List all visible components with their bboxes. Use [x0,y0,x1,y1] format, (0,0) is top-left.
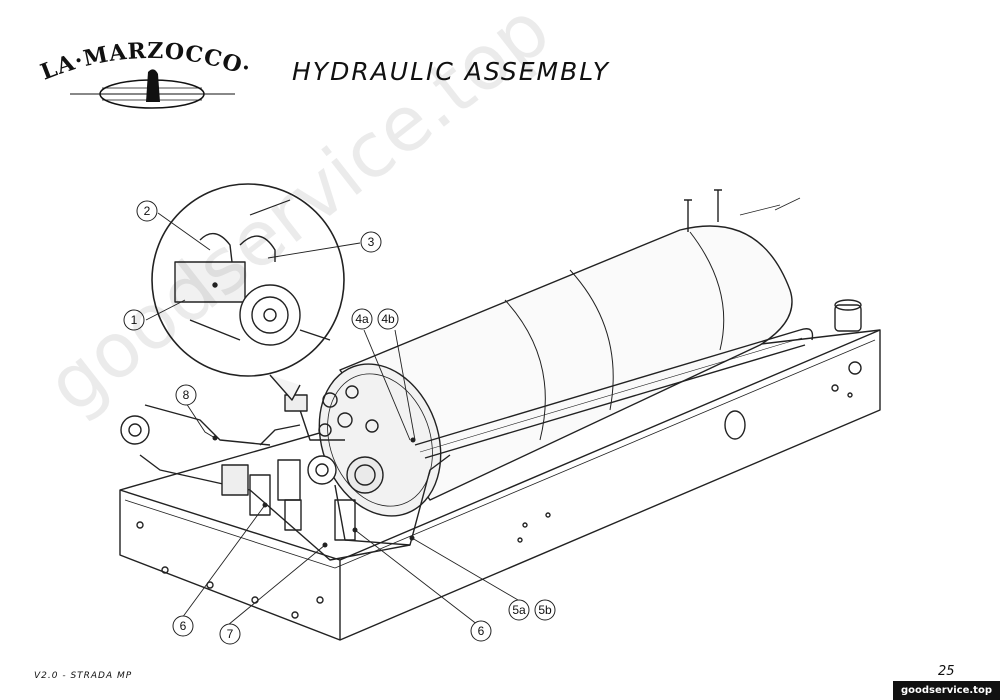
callout-5b-circle [534,599,556,621]
callout-3-circle [360,231,382,253]
site-badge[interactable]: goodservice.top [893,681,1000,700]
callout-5b-label: 5b [538,603,552,617]
callout-5a-label: 5a [512,603,526,617]
callout-3-label: 3 [368,235,375,249]
solenoid-valve [221,464,249,496]
callout-8-label: 8 [183,388,190,402]
callout-5a-circle [508,599,530,621]
callout-7-label: 7 [227,627,234,641]
left-pump-wheel [120,415,150,445]
callout-1-label: 1 [131,313,138,327]
callout-4b-label: 4b [381,312,395,326]
callout-8-circle [175,384,197,406]
footer-model: V2.0 - STRADA MP [34,671,133,681]
center-pump-wheel [307,455,337,485]
callout-2-label: 2 [144,204,151,218]
logo-graphic: LA·MARZOCCO· [37,38,254,109]
boiler-body [339,225,793,501]
callout-2-circle [136,200,158,222]
callout-1-circle [123,309,145,331]
cable-gland [834,304,862,332]
callout-4b-circle [377,308,399,330]
pipe-long-lower [424,344,806,459]
pipe-long-upper [414,328,814,446]
callout-6b-label: 6 [478,624,485,638]
callout-6a-circle [172,615,194,637]
callout-6a-label: 6 [180,619,187,633]
callout-4a-circle [351,308,373,330]
callout-6b-circle [470,620,492,642]
la-marzocco-logo: LA·MARZOCCO· [30,38,270,114]
page-title: HYDRAULIC ASSEMBLY [292,57,611,86]
panel-hole [724,410,746,440]
callout-4a-label: 4a [355,312,369,326]
page-number: 25 [938,664,955,679]
callout-7-circle [219,623,241,645]
